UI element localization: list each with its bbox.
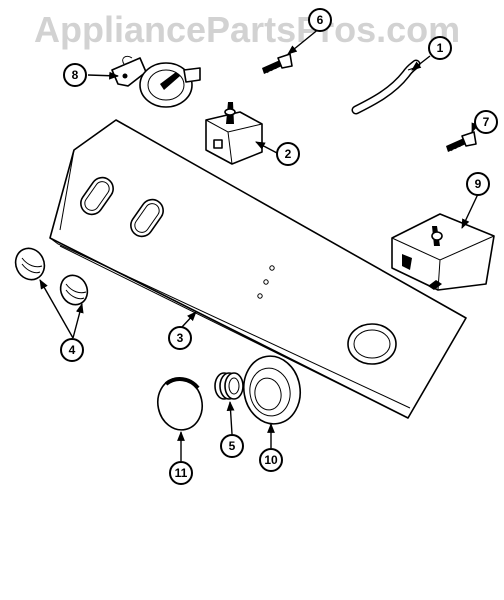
part-8-control [111,55,201,108]
watermark-text: AppliancePartsPros.com [34,9,460,50]
callout-4-label: 4 [69,343,76,357]
callout-2-label: 2 [285,147,292,161]
part-1-hose [351,59,421,115]
callout-3: 3 [168,326,192,350]
callout-9-label: 9 [475,177,482,191]
callout-11: 11 [169,461,193,485]
callout-1: 1 [428,36,452,60]
callout-7: 7 [474,110,498,134]
callout-7-label: 7 [483,115,490,129]
callout-5-label: 5 [229,439,236,453]
part-11-button-cap [157,377,203,431]
part-10-bezel [243,355,301,425]
callout-1-label: 1 [437,41,444,55]
part-4-knob-left [14,247,46,281]
callout-6: 6 [308,8,332,32]
callout-8: 8 [63,63,87,87]
part-5-spring [214,372,244,400]
callout-2: 2 [276,142,300,166]
part-2-switch [205,102,263,165]
part-7-screw [446,131,477,152]
callout-10-label: 10 [264,453,278,467]
callout-4: 4 [60,338,84,362]
leader-lines [39,27,479,461]
callout-10: 10 [259,448,283,472]
part-4-knob-right [59,274,89,306]
part-3-console-panel [49,119,467,419]
callout-3-label: 3 [177,331,184,345]
callout-5: 5 [220,434,244,458]
part-6-screw [262,53,293,74]
callout-11-label: 11 [175,466,188,480]
callout-6-label: 6 [317,13,324,27]
part-9-timer [391,213,495,291]
callout-8-label: 8 [72,68,79,82]
callout-9: 9 [466,172,490,196]
